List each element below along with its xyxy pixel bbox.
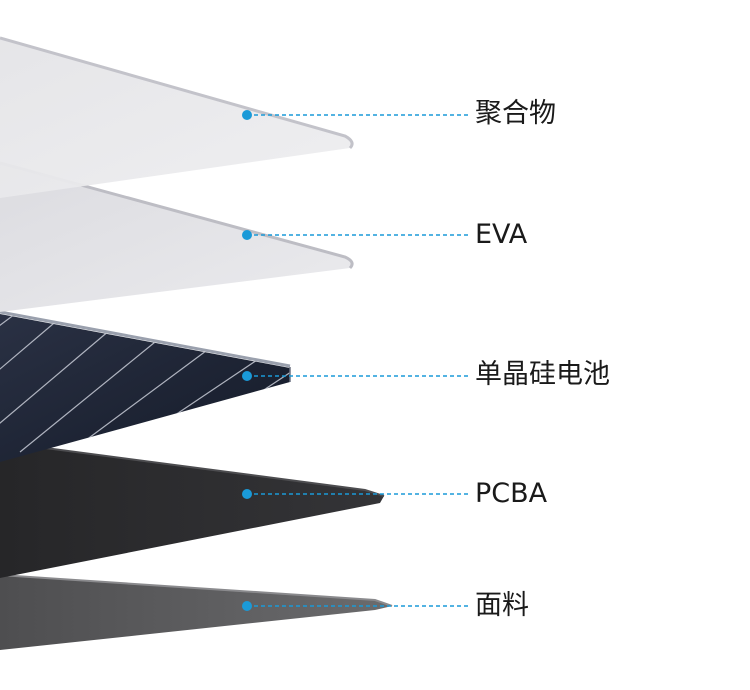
layer-eva [0,161,354,312]
layer-pcba [0,441,385,578]
label-eva: EVA [475,219,528,250]
leader-dot-silicon-cell [242,371,252,381]
label-polymer: 聚合物 [475,98,556,129]
layer-polymer [0,36,354,198]
label-silicon-cell: 单晶硅电池 [475,359,610,390]
leader-dot-eva [242,230,252,240]
label-fabric: 面料 [475,590,529,621]
layer-fabric [0,574,393,650]
leader-dot-pcba [242,489,252,499]
leader-dot-fabric [242,601,252,611]
leader-dot-polymer [242,110,252,120]
label-pcba: PCBA [475,478,548,509]
layer-silicon-cell [0,310,291,462]
leader-lines [242,110,470,611]
